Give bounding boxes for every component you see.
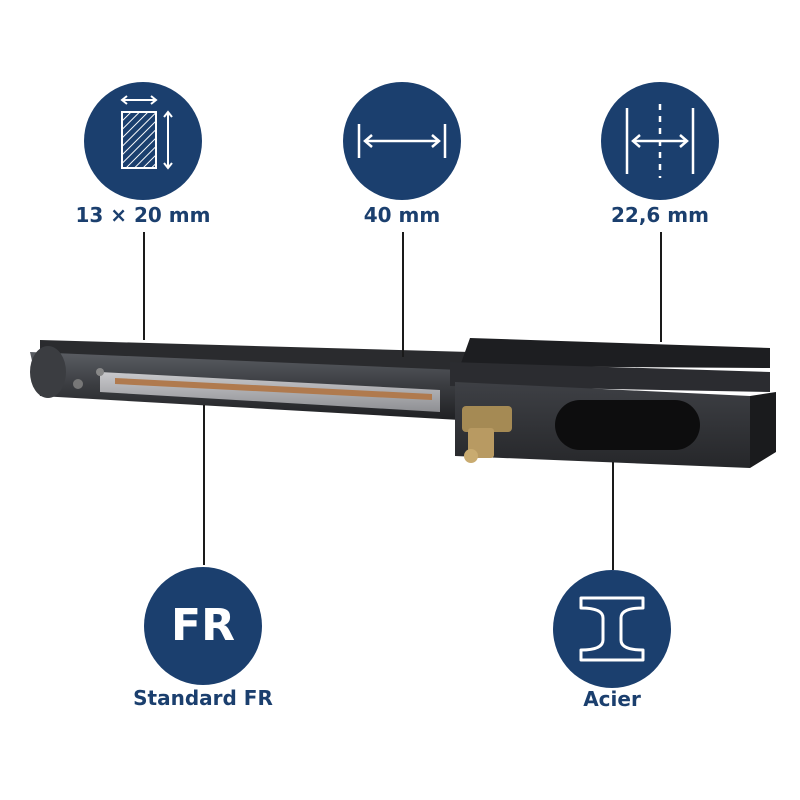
material-badge [553, 570, 671, 688]
material-label: Acier [583, 687, 641, 711]
leader-line-material [612, 462, 614, 570]
length-badge [343, 82, 461, 200]
standard-label: Standard FR [133, 686, 273, 710]
cross-section-dimensions-icon [120, 95, 173, 170]
leader-line-gap [660, 232, 662, 342]
gap-label: 22,6 mm [611, 203, 709, 227]
fr-badge: FR [144, 567, 262, 685]
width-arrows-icon [357, 124, 447, 158]
leader-line-size [143, 232, 145, 340]
gap-center-icon [625, 104, 695, 178]
length-label: 40 mm [363, 203, 441, 227]
fr-badge-text: FR [171, 600, 235, 651]
size-badge [84, 82, 202, 200]
steel-i-beam-icon [579, 596, 645, 662]
leader-line-standard [203, 405, 205, 565]
size-label: 13 × 20 mm [75, 203, 211, 227]
gap-badge [601, 82, 719, 200]
leader-line-length [402, 232, 404, 357]
